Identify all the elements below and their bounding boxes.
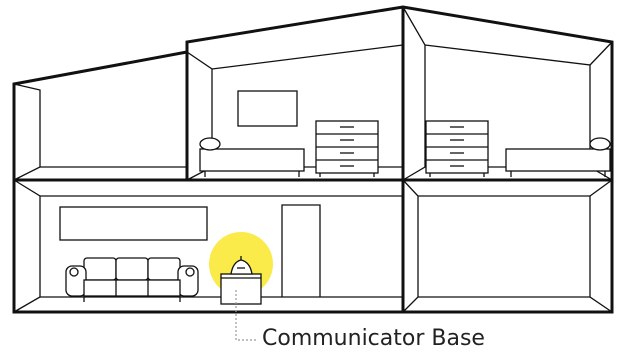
callout-label: Communicator Base — [262, 326, 485, 352]
wall-picture-icon — [60, 207, 207, 240]
bed-icon — [200, 138, 304, 177]
dresser-icon — [316, 121, 378, 177]
bed-icon — [506, 138, 610, 177]
dresser-icon — [426, 121, 488, 177]
sofa-icon — [66, 258, 198, 302]
doorway — [282, 205, 320, 297]
wall-picture-icon — [238, 91, 297, 126]
room-upper-left — [14, 84, 187, 180]
room-lower-right — [403, 180, 612, 312]
